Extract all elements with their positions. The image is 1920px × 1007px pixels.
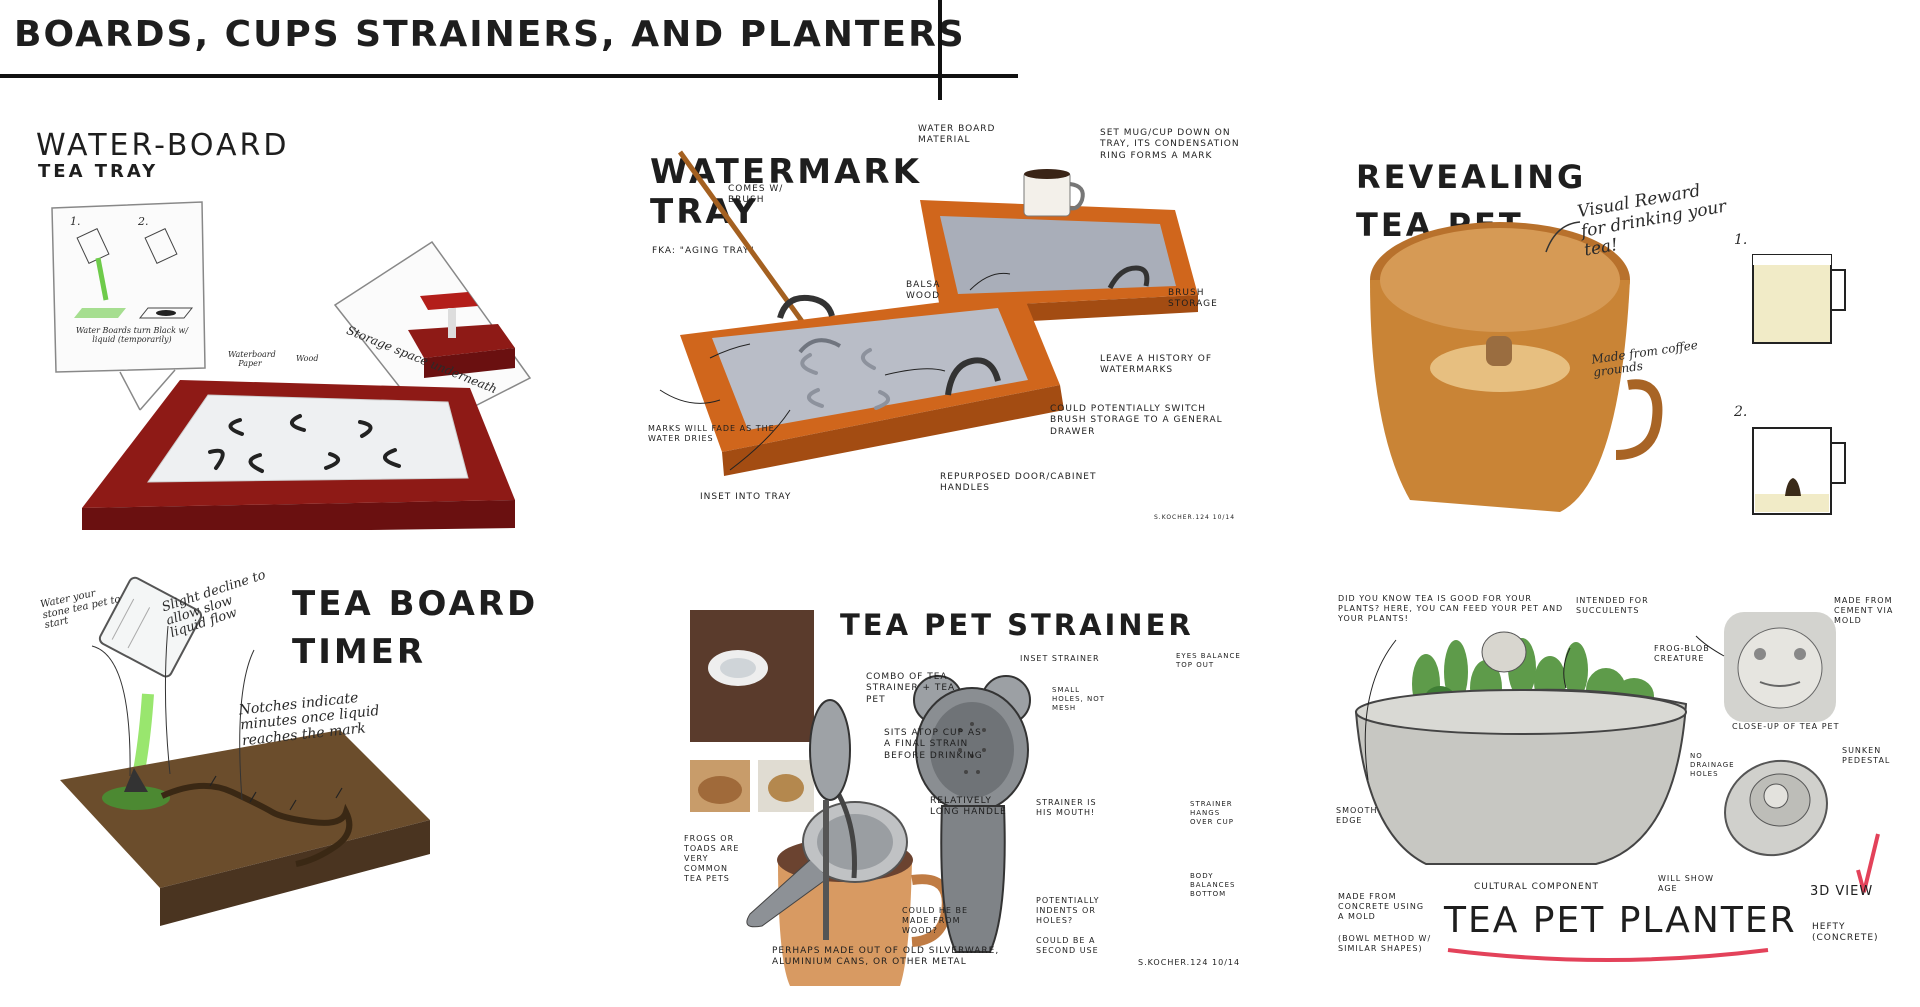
brush-storage-label: BRUSH STORAGE [1168,288,1218,310]
close-up-label: CLOSE-UP OF TEA PET [1732,722,1840,731]
tea-pet-strainer-panel: TEA PET STRAINER COMBO OF TEA [684,608,1250,990]
second-use-label: COULD BE A SECOND USE [1036,936,1099,955]
comes-brush-label: COMES W/ BRUSH [728,184,784,206]
frog-blob-label: FROG-BLOB CREATURE [1654,644,1710,663]
balsa-wood-label: BALSA WOOD [906,280,941,302]
watermark-signature: S.KOCHER.124 10/14 [1154,514,1236,521]
planter-sketch [1354,612,1880,962]
water-board-panel: WATER-BOARD TEA TRAY [0,110,560,530]
tea-pet-planter-panel: DID YOU KNOW TEA IS GOOD FOR YOUR PLANTS… [1336,594,1906,1000]
step-1-label: 1. [70,215,81,228]
could-be-wood-label: COULD HE BE MADE FROM WOOD? [902,906,969,935]
timer-sketch [60,576,430,926]
strainer-signature: S.KOCHER.124 10/14 [1138,958,1241,967]
water-board-sketch [51,201,532,530]
timer-title-1: TEA BOARD [292,584,539,624]
leave-history-label: LEAVE A HISTORY OF WATERMARKS [1100,354,1213,376]
no-drainage-label: NO DRAINAGE HOLES [1690,752,1735,778]
wood-label: Wood [296,354,319,363]
sunken-label: SUNKEN PEDESTAL [1842,746,1891,765]
indents-label: POTENTIALLY INDENTS OR HOLES? [1036,896,1100,925]
strainer-hangs-label: STRAINER HANGS OVER CUP [1190,800,1234,826]
combo-label: COMBO OF TEA STRAINER + TEA PET [866,672,956,705]
liquid-note: Water Boards turn Black w/ liquid (tempo… [75,326,189,344]
strainer-title: TEA PET STRAINER [840,608,1194,642]
revealing-sketch [1370,221,1846,515]
watermark-title-2: TRAY [650,192,760,232]
strainer-sketch [690,610,1031,986]
long-handle-label: RELATIVELY LONG HANDLE [930,796,1007,818]
marks-fade-label: MARKS WILL FADE AS THE WATER DRIES [648,424,775,443]
fka-label: FKA: "AGING TRAY" [652,246,755,256]
waterboard-paper-label: Waterboard Paper [228,350,276,368]
water-board-title: WATER-BOARD [36,128,290,163]
page-title: BOARDS, CUPS STRAINERS, AND PLANTERS [14,14,966,55]
watermark-tray-sketch [659,150,1198,476]
frogs-label: FROGS OR TOADS ARE VERY COMMON TEA PETS [684,834,740,883]
body-balances-label: BODY BALANCES BOTTOM [1190,872,1236,898]
set-mug-label: SET MUG/CUP DOWN ON TRAY, ITS CONDENSATI… [1100,128,1240,161]
hefty-label: HEFTY (CONCRETE) [1812,922,1879,944]
water-board-material-label: WATER BOARD MATERIAL [918,124,996,146]
revealing-title-1: REVEALING [1356,158,1587,196]
planter-title: TEA PET PLANTER [1444,900,1797,941]
watermark-tray-panel: WATERMARK TRAY FKA: "AGING TRAY" [640,124,1240,540]
eyes-balance-label: EYES BALANCE TOP OUT [1176,652,1241,669]
small-holes-label: SMALL HOLES, NOT MESH [1052,686,1106,712]
smooth-edge-label: SMOOTH EDGE [1336,806,1378,825]
reveal-step-2: 2. [1734,404,1748,420]
cement-mold-label: MADE FROM CEMENT VIA MOLD [1834,596,1894,625]
step-2-label: 2. [138,215,149,228]
sits-atop-label: SITS ATOP CUP AS A FINAL STRAIN BEFORE D… [884,728,983,761]
strainer-mouth-label: STRAINER IS HIS MOUTH! [1036,798,1097,817]
will-show-age-label: WILL SHOW AGE [1658,874,1715,893]
timer-title-2: TIMER [292,632,427,672]
cultural-label: CULTURAL COMPONENT [1474,882,1599,892]
repurposed-label: REPURPOSED DOOR/CABINET HANDLES [940,472,1097,494]
tea-board-timer-panel: TEA BOARD TIMER Water your stone tea pet… [39,568,560,980]
view-3d-label: 3D VIEW [1810,884,1874,899]
revealing-tea-pet-panel: REVEALING TEA PET Visual Reward for drin… [1340,160,1900,520]
could-switch-label: COULD POTENTIALLY SWITCH BRUSH STORAGE T… [1050,404,1223,437]
concrete-mold-label: MADE FROM CONCRETE USING A MOLD [1338,892,1425,921]
made-out-of-label: PERHAPS MADE OUT OF OLD SILVERWARE, ALUM… [772,946,1000,968]
succulents-label: INTENDED FOR SUCCULENTS [1576,596,1649,615]
inset-tray-label: INSET INTO TRAY [700,492,792,502]
reveal-step-1: 1. [1734,232,1748,248]
bowl-method-label: (BOWL METHOD W/ SIMILAR SHAPES) [1338,934,1432,953]
inset-strainer-label: INSET STRAINER [1020,654,1100,663]
did-you-know-label: DID YOU KNOW TEA IS GOOD FOR YOUR PLANTS… [1338,594,1564,623]
water-board-subtitle: TEA TRAY [38,161,159,182]
